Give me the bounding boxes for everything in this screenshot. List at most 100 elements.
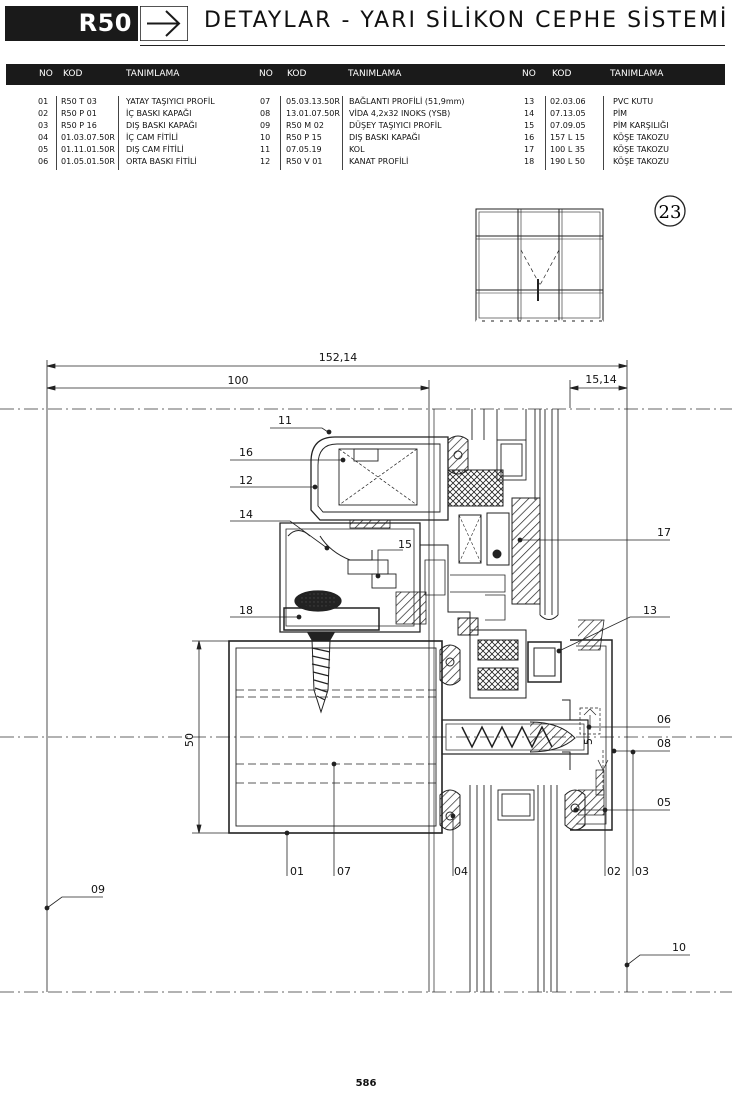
callout-label: 05: [657, 796, 671, 809]
cell-no: 17: [524, 145, 535, 154]
table-body: 01 R50 T 03 YATAY TAŞIYICI PROFİL 07 05.…: [6, 96, 725, 168]
cell-kod: 01.05.01.50R: [61, 157, 115, 166]
callout-label: 11: [278, 414, 292, 427]
cell-no: 07: [260, 97, 271, 106]
screw: [307, 632, 335, 714]
cell-kod: 190 L 50: [550, 157, 585, 166]
cell-tanim: PVC KUTU: [613, 97, 654, 106]
elevation-thumbnail: [475, 208, 604, 322]
cell-kod: 01.03.07.50R: [61, 133, 115, 142]
cell-tanim: KÖŞE TAKOZU: [613, 157, 669, 166]
cell-no: 05: [38, 145, 49, 154]
sash-profile: [310, 436, 449, 529]
column-divider: [280, 96, 281, 170]
cell-kod: 157 L 15: [550, 133, 585, 142]
cell-tanim: İÇ CAM FİTİLİ: [126, 133, 179, 142]
cell-no: 13: [524, 97, 535, 106]
cell-no: 02: [38, 109, 49, 118]
callout-label: 04: [454, 865, 468, 878]
setting-blocks: [447, 469, 541, 605]
cell-tanim: BAĞLANTI PROFİLİ (51,9mm): [349, 97, 465, 106]
parts-table: NO KOD TANIMLAMA NO KOD TANIMLAMA NO KOD…: [6, 64, 725, 170]
cell-tanim: DIŞ BASKI KAPAĞI: [126, 121, 198, 130]
page-header: R50 DETAYLAR - YARI SİLİKON CEPHE SİSTEM…: [0, 0, 732, 48]
cell-kod: R50 P 15: [286, 133, 322, 142]
callout-label: 17: [657, 526, 671, 539]
cell-kod: 13.01.07.50R: [286, 109, 340, 118]
column-divider: [56, 96, 57, 170]
callout-label: 15: [398, 538, 412, 551]
cell-no: 08: [260, 109, 271, 118]
table-row: 06 01.05.01.50R ORTA BASKI FİTİLİ 12 R50…: [6, 156, 725, 168]
col-no-3: NO: [522, 69, 536, 79]
column-divider: [342, 96, 343, 170]
cell-kod: 05.03.13.50R: [286, 97, 340, 106]
cell-tanim: KANAT PROFİLİ: [349, 157, 409, 166]
table-header: NO KOD TANIMLAMA NO KOD TANIMLAMA NO KOD…: [6, 64, 725, 85]
table-row: 03 R50 P 16 DIŞ BASKI KAPAĞI 09 R50 M 02…: [6, 120, 725, 132]
cell-no: 14: [524, 109, 535, 118]
cell-no: 18: [524, 157, 535, 166]
callout-label: 12: [239, 474, 253, 487]
cell-kod: 02.03.06: [550, 97, 586, 106]
dimension-lines: [46, 360, 628, 992]
callout-label: 16: [239, 446, 253, 459]
dim-overall: 152,14: [319, 351, 358, 364]
col-tanim-3: TANIMLAMA: [610, 69, 664, 79]
cell-kod: 100 L 35: [550, 145, 585, 154]
cell-no: 03: [38, 121, 49, 130]
table-row: 04 01.03.07.50R İÇ CAM FİTİLİ 10 R50 P 1…: [6, 132, 725, 144]
callout-label: 10: [672, 941, 686, 954]
cell-no: 12: [260, 157, 271, 166]
table-row: 05 01.11.01.50R DIŞ CAM FİTİLİ 11 07.05.…: [6, 144, 725, 156]
dim-left: 100: [228, 374, 249, 387]
callout-label: 02: [607, 865, 621, 878]
callout-label: 06: [657, 713, 671, 726]
callout-label: 08: [657, 737, 671, 750]
cell-tanim: PİM KARŞILIĞI: [613, 121, 669, 130]
cell-kod: 07.05.19: [286, 145, 322, 154]
page-number: 586: [355, 1078, 377, 1089]
arrow-right-icon: [139, 5, 189, 42]
col-tanim-2: TANIMLAMA: [348, 69, 402, 79]
cell-no: 06: [38, 157, 49, 166]
callout-label: 09: [91, 883, 105, 896]
callout-label: 18: [239, 604, 253, 617]
cell-no: 09: [260, 121, 271, 130]
cell-tanim: İÇ BASKI KAPAĞI: [126, 109, 192, 118]
cell-no: 10: [260, 133, 271, 142]
col-kod-2: KOD: [287, 69, 307, 79]
cell-kod: R50 T 03: [61, 97, 97, 106]
connection-profile: [441, 719, 589, 755]
column-divider: [603, 96, 604, 170]
col-tanim-1: TANIMLAMA: [126, 69, 180, 79]
callout-label: 07: [337, 865, 351, 878]
page-title: DETAYLAR - YARI SİLİKON CEPHE SİSTEMİ: [204, 8, 729, 33]
cell-kod: 07.13.05: [550, 109, 586, 118]
callout-label: 13: [643, 604, 657, 617]
callout-labels: 11 16 12 14 15 18 17 13 06 08 05 09 01 0…: [91, 414, 686, 954]
cell-kod: R50 P 01: [61, 109, 97, 118]
cell-kod: R50 M 02: [286, 121, 324, 130]
dim-right: 15,14: [585, 373, 617, 386]
cell-tanim: KOL: [349, 145, 365, 154]
cell-no: 01: [38, 97, 49, 106]
cell-tanim: PİM: [613, 109, 628, 118]
detail-number: 23: [659, 202, 682, 223]
pressure-plates: [527, 619, 613, 831]
column-divider: [118, 96, 119, 170]
cell-tanim: DIŞ BASKI KAPAĞI: [349, 133, 421, 142]
cell-tanim: KÖŞE TAKOZU: [613, 133, 669, 142]
cell-no: 11: [260, 145, 271, 154]
cell-no: 15: [524, 121, 535, 130]
table-row: 01 R50 T 03 YATAY TAŞIYICI PROFİL 07 05.…: [6, 96, 725, 108]
cell-kod: R50 V 01: [286, 157, 323, 166]
cell-no: 04: [38, 133, 49, 142]
center-lines: [0, 408, 732, 993]
dim-small: 5: [582, 738, 595, 745]
cell-kod: 01.11.01.50R: [61, 145, 115, 154]
cell-no: 16: [524, 133, 535, 142]
cell-tanim: VİDA 4,2x32 INOKS (YSB): [349, 109, 451, 118]
cell-tanim: KÖŞE TAKOZU: [613, 145, 669, 154]
